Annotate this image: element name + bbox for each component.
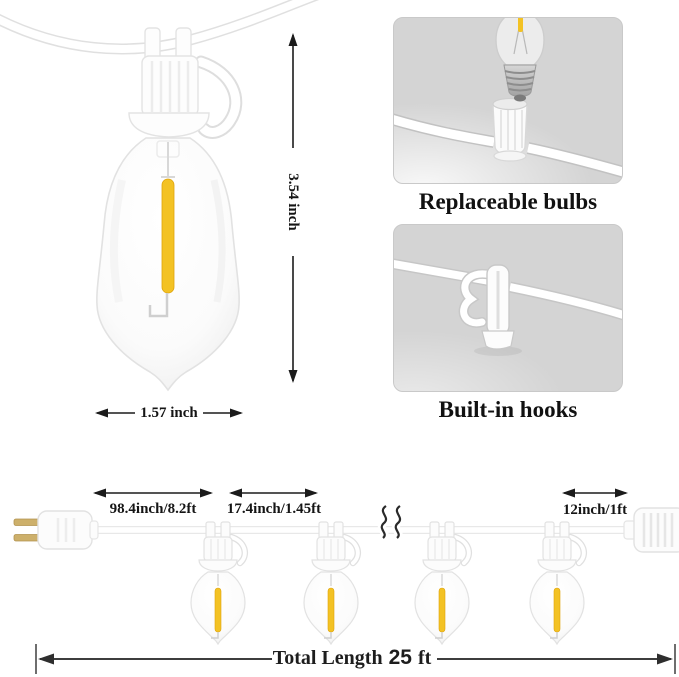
string-bulb-unit — [191, 522, 245, 644]
string-light-diagram — [13, 488, 679, 645]
feature-panel-replaceable-bulbs — [393, 17, 623, 184]
plug-prong — [13, 534, 42, 542]
end-connector — [623, 507, 679, 553]
built-in-hooks-caption: Built-in hooks — [438, 397, 578, 422]
total-length-unit: ft — [417, 647, 432, 669]
hero-socket — [128, 27, 243, 139]
bulb-width-label: 1.57 inch — [140, 405, 198, 421]
segment-label-plug-to-bulb: 98.4inch/8.2ft — [109, 501, 197, 517]
segment-arrow-bulb-spacing — [229, 488, 318, 498]
power-plug — [13, 510, 99, 550]
height-dimension — [288, 33, 298, 383]
cord-break-marks — [377, 502, 404, 542]
bulb-height-label: 3.54 inch — [285, 173, 301, 231]
hero-edison-bulb — [96, 137, 240, 392]
segment-label-tail: 12inch/1ft — [562, 502, 628, 518]
segment-arrow-plug-to-bulb — [93, 488, 213, 498]
hook-clip-icon — [458, 264, 522, 356]
segment-label-bulb-spacing: 17.4inch/1.45ft — [226, 501, 322, 517]
feature-panel-built-in-hooks — [393, 224, 623, 392]
string-bulb-unit — [415, 522, 469, 644]
bulb-with-screw-base — [495, 18, 545, 102]
bulb-filament — [148, 142, 175, 318]
width-dimension — [95, 408, 243, 418]
string-bulb-unit — [530, 522, 584, 644]
empty-socket — [492, 97, 528, 162]
hero-string-cord — [0, 0, 319, 55]
plug-prong — [13, 518, 42, 526]
segment-arrow-tail — [562, 488, 628, 498]
replaceable-bulbs-caption: Replaceable bulbs — [418, 189, 598, 214]
string-bulb-unit — [304, 522, 358, 644]
total-length-value: 25 — [388, 646, 412, 669]
hero-hook-icon — [194, 55, 243, 139]
built-in-hooks-illustration — [394, 258, 622, 391]
total-length-dimension — [35, 644, 676, 674]
replaceable-bulbs-illustration — [394, 18, 622, 183]
total-length-prefix: Total Length — [272, 647, 383, 669]
